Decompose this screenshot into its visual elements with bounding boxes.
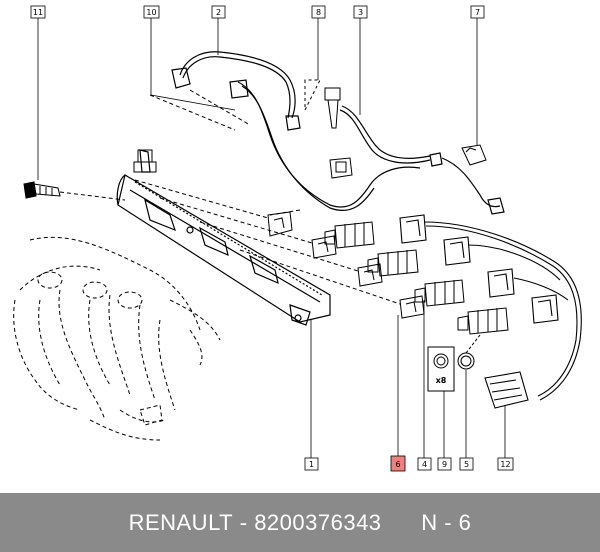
injectors xyxy=(324,221,509,335)
intake-manifold xyxy=(13,236,221,441)
svg-text:2: 2 xyxy=(216,8,221,17)
svg-text:12: 12 xyxy=(500,460,510,469)
callout-1: 1 xyxy=(304,457,319,471)
fuel-rail xyxy=(116,149,331,326)
leader-lines xyxy=(37,18,506,458)
svg-text:3: 3 xyxy=(358,8,363,17)
pressure-line xyxy=(339,105,505,215)
exploded-parts-diagram: 11 10 2 8 3 7 1 6 4 9 5 12 x8 xyxy=(13,5,582,472)
brand-name: RENAULT xyxy=(128,509,234,535)
svg-text:10: 10 xyxy=(146,8,156,17)
callout-8: 8 xyxy=(311,5,326,19)
pipe-bracket xyxy=(461,144,487,166)
callout-2: 2 xyxy=(211,5,226,19)
callout-7: 7 xyxy=(470,5,485,19)
footer-gap xyxy=(382,510,422,536)
part-number: 8200376343 xyxy=(254,509,382,535)
fuel-supply-pipe xyxy=(171,51,301,131)
svg-text:1: 1 xyxy=(309,460,314,469)
quantity-label: x8 xyxy=(436,376,447,385)
callout-4: 4 xyxy=(417,457,432,471)
callout-12: 12 xyxy=(497,457,514,471)
rail-inlet-fitting xyxy=(133,149,157,173)
rail-bolt xyxy=(23,181,126,201)
callout-5: 5 xyxy=(459,457,474,471)
callout-10: 10 xyxy=(143,5,160,19)
svg-text:5: 5 xyxy=(464,460,469,469)
svg-text:9: 9 xyxy=(442,460,447,469)
svg-text:4: 4 xyxy=(422,460,427,469)
svg-text:7: 7 xyxy=(475,8,480,17)
alignment-lines xyxy=(134,89,401,305)
fuel-return-pipe xyxy=(229,79,421,211)
pipe-clip xyxy=(304,79,353,179)
wiring-harness xyxy=(399,214,582,409)
diagram-reference: N - 6 xyxy=(421,509,472,535)
callout-3: 3 xyxy=(353,5,368,19)
footer-separator: - xyxy=(233,509,255,535)
callout-6: 6 xyxy=(390,455,406,472)
part-number-footer: RENAULT - 8200376343 N - 6 xyxy=(0,493,600,552)
svg-text:11: 11 xyxy=(33,8,43,17)
callout-11: 11 xyxy=(30,5,46,19)
o-ring-kit xyxy=(427,334,481,392)
svg-text:8: 8 xyxy=(316,8,321,17)
svg-text:6: 6 xyxy=(395,460,400,469)
callout-9: 9 xyxy=(437,457,452,471)
